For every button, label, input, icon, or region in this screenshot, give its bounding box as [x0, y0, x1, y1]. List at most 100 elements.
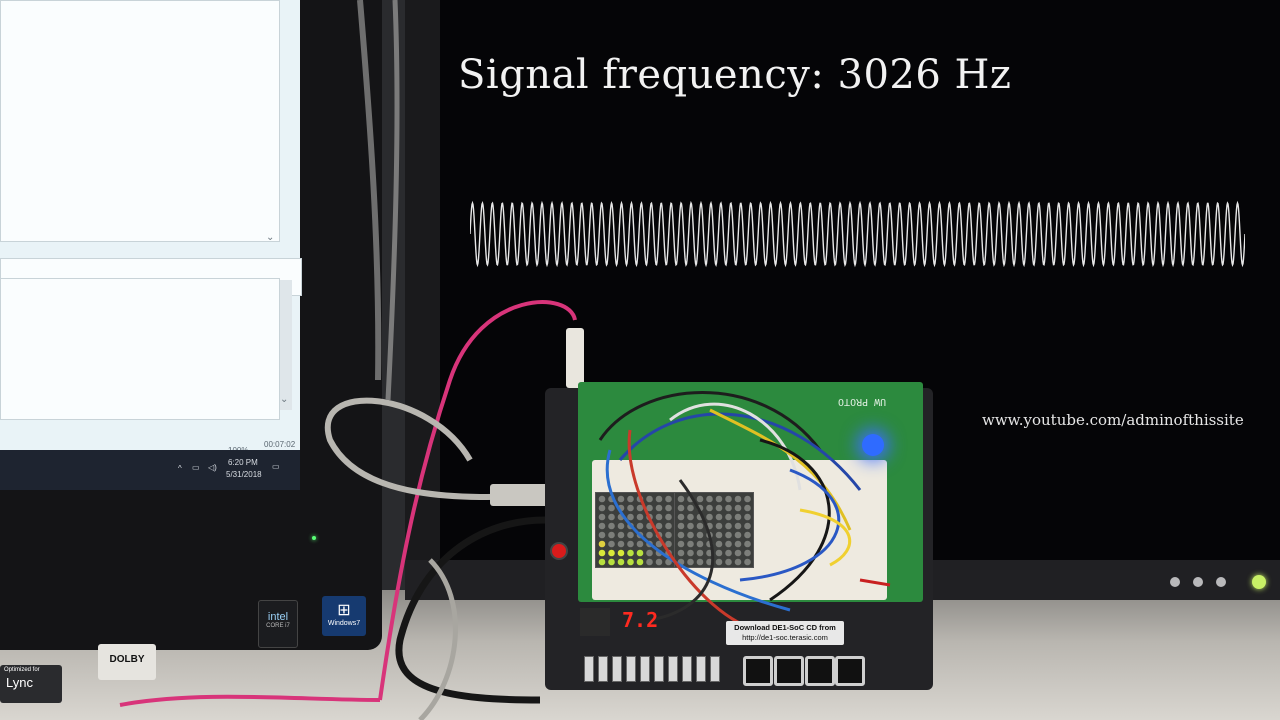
grey-cable: [385, 0, 400, 401]
led-dot: [646, 504, 653, 512]
led-dot: [725, 558, 732, 566]
slide-switch[interactable]: [612, 656, 622, 682]
led-dot: [598, 504, 606, 512]
led-dot: [715, 540, 723, 548]
youtube-watermark: www.youtube.com/adminofthissite: [982, 411, 1244, 429]
monitor-button-3[interactable]: [1216, 577, 1226, 587]
slide-switch[interactable]: [682, 656, 692, 682]
slide-switch[interactable]: [640, 656, 650, 682]
led-dot: [725, 513, 732, 521]
led-dot: [715, 522, 723, 530]
led-dot: [734, 540, 742, 548]
led-dot: [665, 522, 672, 530]
notification-icon[interactable]: ▭: [272, 462, 280, 471]
tray-network-icon[interactable]: ▭: [192, 463, 200, 472]
jumper-wire: [859, 578, 891, 587]
download-label: Download DE1-SoC CD from http://de1-soc.…: [726, 621, 844, 645]
slide-switch[interactable]: [598, 656, 608, 682]
lync-sticker-label: Lync: [6, 675, 33, 690]
led-dot: [696, 495, 704, 503]
usb-plug: [490, 484, 550, 506]
tray-chevron-up-icon[interactable]: ^: [178, 464, 182, 473]
dolby-sticker-label: DOLBY: [109, 654, 145, 665]
grey-usb-cable: [324, 397, 546, 500]
tray-volume-icon[interactable]: ◁): [208, 463, 217, 472]
chevron-down-icon[interactable]: ⌄: [280, 394, 289, 405]
jumper-wire: [618, 412, 862, 491]
led-dot: [696, 558, 704, 566]
led-dot: [665, 495, 672, 503]
led-dot: [687, 522, 694, 530]
slide-switch[interactable]: [654, 656, 664, 682]
led-dot: [617, 540, 625, 548]
red-reset-button[interactable]: [550, 542, 568, 560]
left-monitor-power-led: [312, 536, 316, 540]
jumper-wire: [709, 408, 852, 531]
led-dot: [677, 495, 685, 503]
led-dot: [608, 513, 615, 521]
monitor-button-1[interactable]: [1170, 577, 1180, 587]
push-button-key1[interactable]: [805, 656, 835, 686]
led-dot: [655, 504, 663, 512]
download-label-line1: Download DE1-SoC CD from: [734, 623, 836, 632]
taskbar-clock-date[interactable]: 5/31/2018: [226, 470, 262, 479]
push-button-key2[interactable]: [774, 656, 804, 686]
led-dot: [627, 513, 634, 521]
jumper-wire: [598, 391, 822, 451]
slide-switch[interactable]: [584, 656, 594, 682]
led-dot: [636, 513, 644, 521]
grey-cable: [357, 0, 382, 381]
push-button-key3[interactable]: [743, 656, 773, 686]
led-dot: [677, 540, 685, 548]
led-dot: [655, 522, 663, 530]
led-dot: [636, 540, 644, 548]
led-dot: [696, 549, 704, 557]
led-dot: [665, 513, 672, 521]
window-pane-bottom: [0, 278, 280, 420]
window-scrollbar[interactable]: [280, 280, 292, 410]
led-dot: [725, 531, 732, 539]
led-dot: [744, 540, 751, 548]
led-dot: [734, 504, 742, 512]
chevron-down-icon[interactable]: ⌄: [266, 232, 275, 243]
led-dot: [627, 549, 634, 557]
led-dot: [687, 540, 694, 548]
jumper-wire: [605, 449, 791, 612]
jumper-wire: [799, 508, 852, 567]
taskbar-clock-time[interactable]: 6:20 PM: [228, 458, 258, 467]
slide-switch[interactable]: [710, 656, 720, 682]
led-dot: [636, 549, 644, 557]
jumper-wire: [669, 402, 802, 491]
push-button-key0[interactable]: [835, 656, 865, 686]
led-dot: [725, 495, 732, 503]
lync-sticker-caption: Optimized for: [4, 667, 40, 673]
led-dot: [646, 495, 653, 503]
led-dot: [734, 558, 742, 566]
led-dot: [598, 540, 606, 548]
slide-switch[interactable]: [626, 656, 636, 682]
slide-switch[interactable]: [668, 656, 678, 682]
led-dot: [706, 495, 713, 503]
led-dot: [706, 513, 713, 521]
intel-sticker: intel CORE i7: [258, 600, 298, 648]
led-dot: [744, 504, 751, 512]
slide-switch[interactable]: [696, 656, 706, 682]
jumper-wire: [759, 438, 831, 602]
led-dot: [627, 558, 634, 566]
windows-logo-icon: ⊞: [337, 602, 351, 619]
signal-frequency-label: Signal frequency: 3026 Hz: [458, 52, 1012, 98]
led-dot: [715, 504, 723, 512]
monitor-button-2[interactable]: [1193, 577, 1203, 587]
led-dot: [617, 495, 625, 503]
led-dot: [744, 495, 751, 503]
led-dot: [725, 549, 732, 557]
pink-cable: [378, 300, 577, 701]
led-dot: [646, 558, 653, 566]
led-dot: [687, 504, 694, 512]
led-dot: [608, 531, 615, 539]
led-dot: [677, 549, 685, 557]
led-dot: [687, 558, 694, 566]
led-dot: [646, 549, 653, 557]
led-dot: [655, 558, 663, 566]
